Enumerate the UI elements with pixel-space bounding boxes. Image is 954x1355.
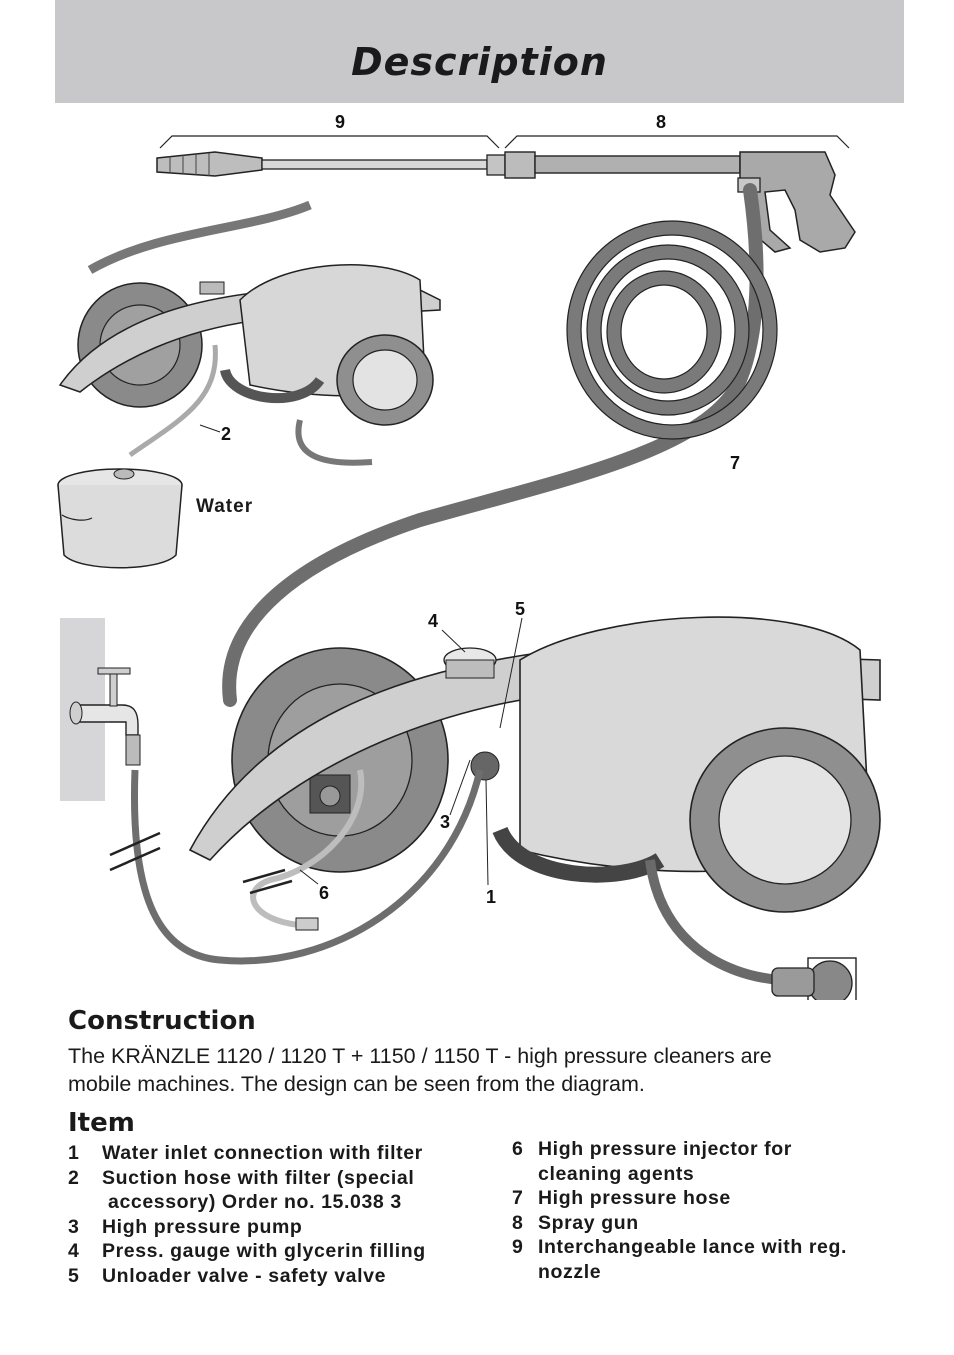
water-tap-graphic — [69, 667, 141, 766]
item-heading: Item — [68, 1108, 135, 1138]
item-number: 4 — [68, 1240, 80, 1263]
callout-4: 4 — [428, 611, 439, 631]
item-number — [512, 1260, 538, 1285]
item-text: High pressure hose — [538, 1187, 731, 1210]
item-number: 5 — [68, 1264, 80, 1287]
construction-body: The KRÄNZLE 1120 / 1120 T + 1150 / 1150 … — [68, 1042, 898, 1098]
item-number: 8 — [512, 1211, 524, 1234]
item-text: High pressure injector for — [538, 1138, 792, 1160]
item-number: 9 — [512, 1236, 524, 1259]
item-text: cleaning agents — [538, 1162, 695, 1185]
lance-graphic — [156, 151, 506, 177]
item-row: 5 Unloader valve - safety valve — [68, 1264, 488, 1289]
construction-heading: Construction — [68, 1006, 256, 1036]
callout-6: 6 — [319, 883, 330, 903]
item-row: 1 Water inlet connection with filter — [68, 1141, 488, 1166]
item-row: 2 Suction hose with filter (special — [68, 1166, 488, 1191]
callout-3: 3 — [440, 812, 451, 832]
item-number: 6 — [512, 1138, 524, 1160]
item-row: 8 Spray gun — [512, 1211, 902, 1236]
callout-5: 5 — [515, 599, 526, 619]
item-number — [512, 1162, 538, 1187]
construction-line-1: The KRÄNZLE 1120 / 1120 T + 1150 / 1150 … — [68, 1044, 772, 1068]
callout-9: 9 — [335, 112, 346, 132]
callout-1: 1 — [486, 887, 497, 907]
item-row: cleaning agents — [512, 1162, 902, 1187]
spray-gun-graphic — [504, 151, 856, 253]
callout-7: 7 — [730, 453, 741, 473]
water-label: Water — [196, 496, 254, 517]
item-text: Press. gauge with glycerin filling — [102, 1240, 426, 1263]
item-text: Interchangeable lance with reg. — [538, 1236, 848, 1259]
item-text: Spray gun — [538, 1211, 639, 1234]
item-row: 6 High pressure injector for — [512, 1137, 902, 1162]
item-number: 1 — [68, 1142, 80, 1164]
header-band: Description — [55, 0, 904, 103]
callout-2: 2 — [221, 424, 232, 444]
large-machine-graphic — [109, 616, 881, 1000]
water-bucket-graphic — [57, 468, 183, 569]
construction-line-2: mobile machines. The design can be seen … — [68, 1072, 645, 1096]
item-number: 3 — [68, 1215, 80, 1238]
item-number — [68, 1190, 108, 1215]
item-row: 4 Press. gauge with glycerin filling — [68, 1239, 488, 1264]
item-text: Water inlet connection with filter — [102, 1142, 423, 1164]
item-row: nozzle — [512, 1260, 902, 1285]
item-text: Unloader valve - safety valve — [102, 1264, 387, 1287]
item-row: 9 Interchangeable lance with reg. — [512, 1235, 902, 1260]
item-text: Suction hose with filter (special — [102, 1166, 415, 1189]
item-text: nozzle — [538, 1260, 602, 1283]
item-row: 3 High pressure pump — [68, 1215, 488, 1240]
item-row: 7 High pressure hose — [512, 1186, 902, 1211]
item-text: accessory) Order no. 15.038 3 — [108, 1191, 402, 1214]
item-row: accessory) Order no. 15.038 3 — [68, 1190, 488, 1215]
item-number: 2 — [68, 1166, 80, 1189]
small-machine-graphic — [58, 200, 441, 466]
item-list-left: 1 Water inlet connection with filter 2 Suc… — [68, 1141, 488, 1289]
page-title: Description — [351, 40, 608, 84]
item-text: High pressure pump — [102, 1215, 303, 1238]
item-number: 7 — [512, 1187, 524, 1210]
pressure-cleaner-diagram — [57, 135, 881, 1000]
item-list-right: 6 High pressure injector for cleaning age… — [512, 1137, 902, 1285]
callout-8: 8 — [656, 112, 667, 132]
